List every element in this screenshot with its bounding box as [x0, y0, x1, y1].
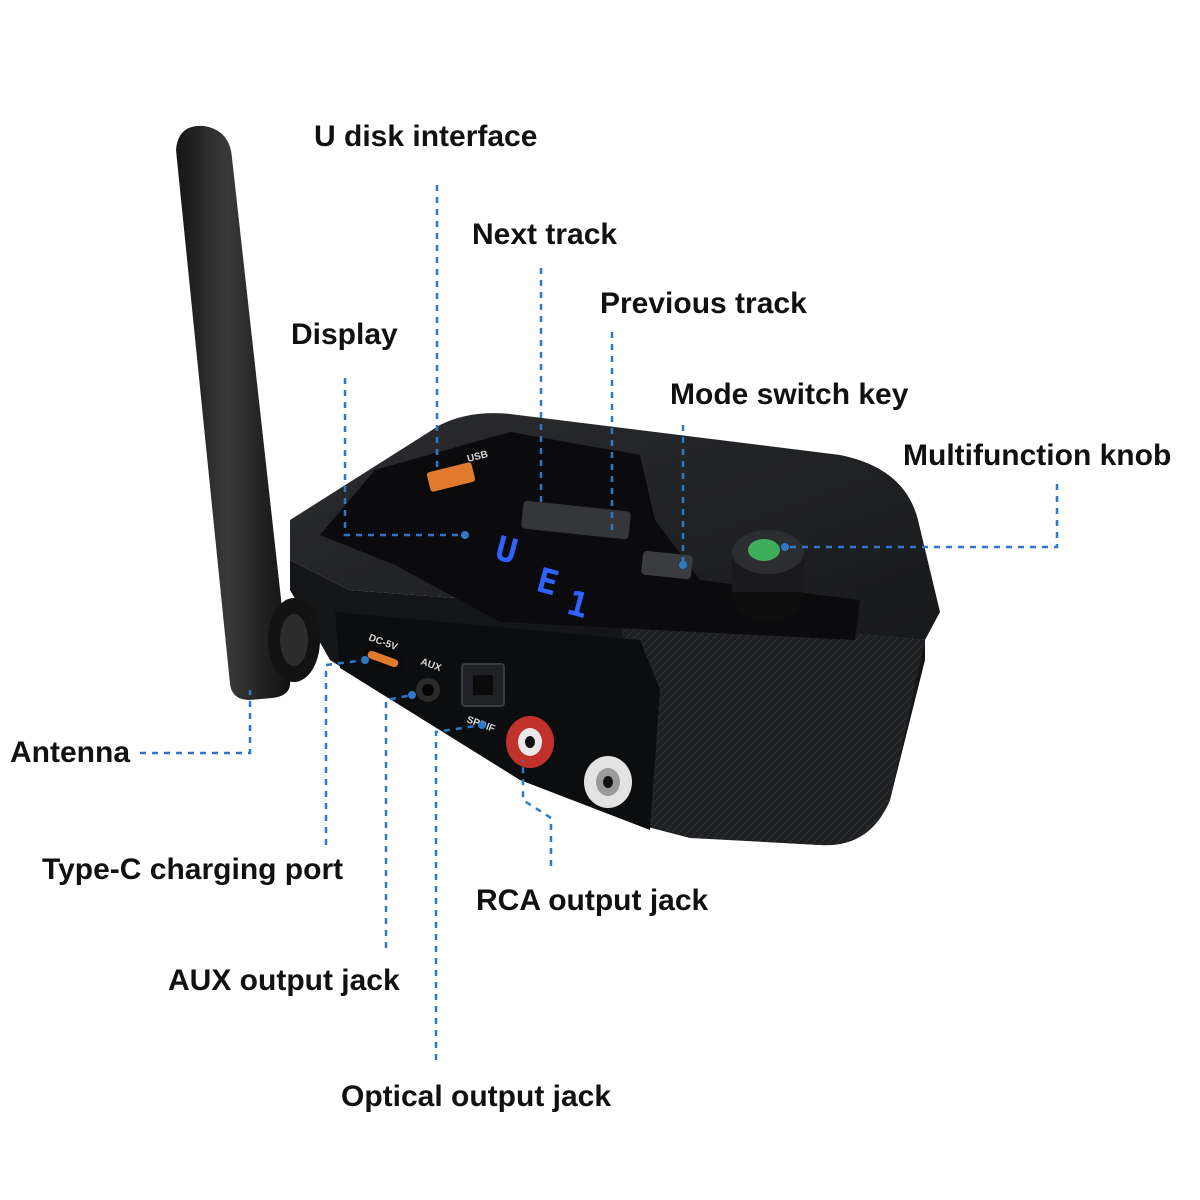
callout-next-track: Next track: [472, 218, 618, 251]
leader-knob: [785, 484, 1059, 549]
callout-type-c-charging-port: Type-C charging port: [42, 853, 344, 886]
callout-mode-switch-key: Mode switch key: [670, 378, 909, 411]
rca-jack-white: [584, 756, 632, 808]
callout-previous-track: Previous track: [600, 287, 807, 320]
mode-switch-button: [641, 550, 693, 580]
leader-dot-aux: [408, 691, 416, 699]
callout-optical-output-jack: Optical output jack: [341, 1080, 612, 1113]
aux-jack: [416, 678, 440, 702]
callout-aux-output-jack: AUX output jack: [168, 964, 400, 997]
callout-multifunction-knob: Multifunction knob: [903, 439, 1172, 472]
type-c-port: [362, 645, 404, 673]
knob-led: [748, 539, 780, 561]
leader-dot-mode: [679, 561, 687, 569]
optical-jack: [461, 663, 505, 707]
callout-antenna: Antenna: [10, 736, 130, 769]
leader-dot-type-c: [361, 656, 369, 664]
callout-rca-output-jack: RCA output jack: [476, 884, 709, 917]
leader-type-c: [324, 658, 366, 845]
leader-display: [343, 378, 465, 537]
leader-rca: [521, 760, 553, 866]
callout-display: Display: [291, 318, 398, 351]
callout-u-disk-interface: U disk interface: [314, 120, 538, 153]
device-side-texture: [620, 610, 925, 846]
track-button-bar: [521, 500, 631, 540]
leader-dot-knob: [781, 543, 789, 551]
usb-port-label: USB: [466, 449, 489, 465]
leader-dot-optical: [478, 721, 486, 729]
multifunction-knob: [732, 530, 804, 622]
rca-jack-red: [506, 716, 554, 768]
leader-optical: [434, 723, 483, 1060]
leader-antenna: [140, 690, 252, 755]
device-front-panel: [335, 612, 660, 830]
antenna: [176, 125, 320, 700]
usb-port: [420, 456, 482, 498]
leader-dot-display: [461, 531, 469, 539]
leader-aux: [384, 693, 413, 948]
